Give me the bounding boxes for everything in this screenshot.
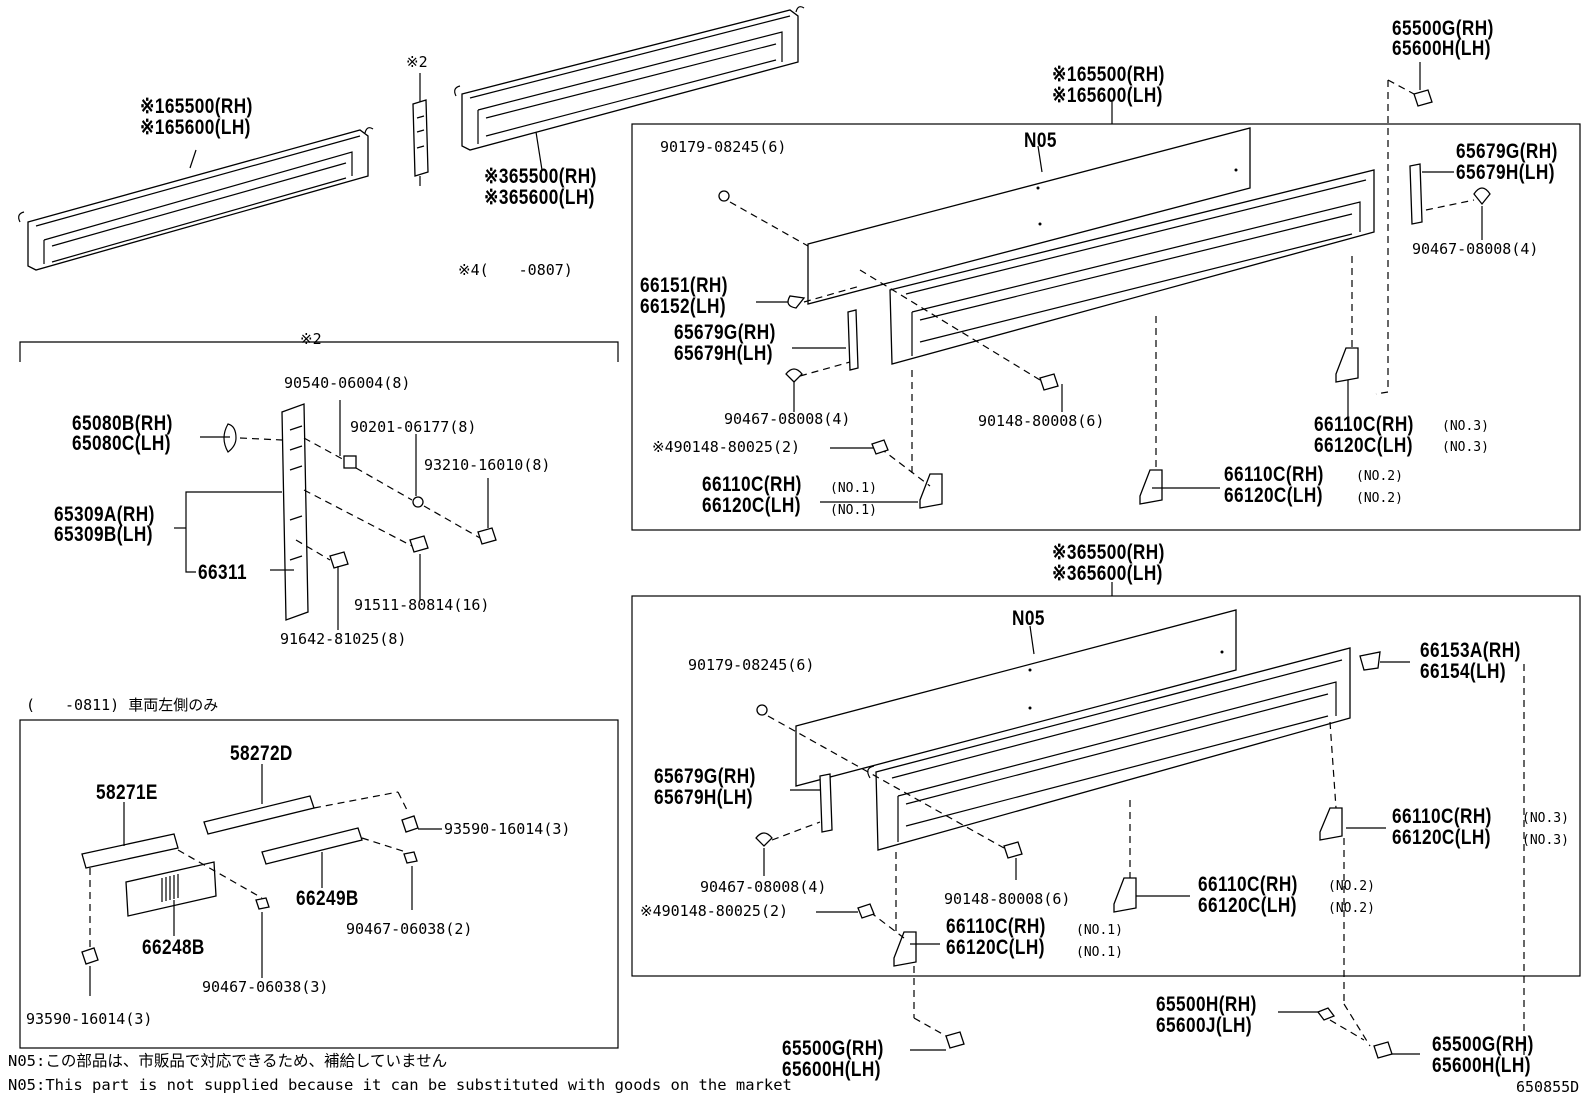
side-rail-1-illustration [18,127,374,271]
box4-no3-a: (NO.3) [1522,811,1569,826]
box1-title: ※2 [300,330,322,348]
box4-no1-a: (NO.1) [1076,923,1123,938]
box4-label-r65500g: 65500G(RH) [1432,1033,1534,1056]
box3-label-66120c-no1: 66120C(LH) [702,494,801,517]
bracket-2-illustration [412,73,429,186]
label-ref-4-date: ※4( -0807) [458,261,573,279]
box4-label-66120c-no1: 66120C(LH) [946,936,1045,959]
box3-label-66152: 66152(LH) [640,295,727,318]
box3-label-66110c-no2: 66110C(RH) [1224,463,1324,486]
footer-note-english: N05:This part is not supplied because it… [8,1076,792,1094]
box4-label-b65500g: 65500G(RH) [782,1037,884,1060]
box4-header-lh: ※365600(LH) [1052,562,1163,585]
label-ref-2: ※2 [406,53,428,71]
box4-label-66110c-no1: 66110C(RH) [946,915,1046,938]
box3-label-90467-08008: 90467-08008(4) [724,410,851,428]
label-91511-80814: 91511-80814(16) [354,596,490,614]
box3-label-r65679g: 65679G(RH) [1456,140,1558,163]
box4-label-90179-08245: 90179-08245(6) [688,656,815,674]
box3-label-66120c-no2: 66120C(LH) [1224,484,1323,507]
box4-label-r65600h: 65600H(LH) [1432,1054,1531,1077]
label-93590-16014-b: 93590-16014(3) [26,1010,153,1028]
box3-label-66110c-no3: 66110C(RH) [1314,413,1414,436]
box3-label-65679g: 65679G(RH) [674,321,776,344]
box4-label-65679h: 65679H(LH) [654,786,753,809]
box2-title: ( -0811) 車両左側のみ [26,696,219,714]
label-58272d: 58272D [230,742,293,765]
box4-header-rh: ※365500(RH) [1052,541,1165,564]
label-65080c: 65080C(LH) [72,432,171,455]
label-90540-06004: 90540-06004(8) [284,374,411,392]
box4-label-66110c-no2: 66110C(RH) [1198,873,1298,896]
box3-no2-b: (NO.2) [1356,491,1403,506]
label-65309b: 65309B(LH) [54,523,153,546]
box3-no1-a: (NO.1) [830,481,877,496]
label-side-rail-3-rh: ※365500(RH) [484,165,597,188]
box3-no2-a: (NO.2) [1356,469,1403,484]
box4-label-n05: N05 [1012,607,1045,630]
box3-label-66151: 66151(RH) [640,274,728,297]
box3-header-rh: ※165500(RH) [1052,63,1165,86]
box3-label-90148-80008: 90148-80008(6) [978,412,1105,430]
diagram-code: 650855D [1516,1078,1580,1096]
box4-label-66154: 66154(LH) [1420,660,1507,683]
box2-illustration [81,791,419,965]
box3-illustration [718,79,1491,509]
label-top-65500g: 65500G(RH) [1392,17,1494,40]
label-91642-81025: 91642-81025(8) [280,630,407,648]
label-66248b: 66248B [142,936,205,959]
label-65080b: 65080B(RH) [72,412,173,435]
label-90467-06038-a: 90467-06038(2) [346,920,473,938]
label-side-rail-1-lh: ※165600(LH) [140,116,251,139]
box4-label-90148-80008: 90148-80008(6) [944,890,1071,908]
box4-label-b65500h: 65500H(RH) [1156,993,1257,1016]
box4-label-66110c-no3: 66110C(RH) [1392,805,1492,828]
label-90201-06177: 90201-06177(8) [350,418,477,436]
box4-no2-a: (NO.2) [1328,879,1375,894]
label-side-rail-1-rh: ※165500(RH) [140,95,253,118]
box3-label-r65679h: 65679H(LH) [1456,161,1555,184]
box3-label-66110c-no1: 66110C(RH) [702,473,802,496]
box3-no1-b: (NO.1) [830,503,877,518]
box3-no3-b: (NO.3) [1442,440,1489,455]
box3-label-n05: N05 [1024,129,1057,152]
box4-no2-b: (NO.2) [1328,901,1375,916]
box4-illustration [755,609,1525,1060]
box3-no3-a: (NO.3) [1442,419,1489,434]
box4-label-90148-80025: ※490148-80025(2) [640,902,789,920]
footer-note-japanese: N05:この部品は、市販品で対応できるため、補給していません [8,1052,448,1070]
label-side-rail-3-lh: ※365600(LH) [484,186,595,209]
side-rail-3-illustration [454,6,805,151]
label-65309a: 65309A(RH) [54,503,155,526]
box4-no3-b: (NO.3) [1522,833,1569,848]
label-90467-06038-b: 90467-06038(3) [202,978,329,996]
label-66249b: 66249B [296,887,359,910]
box1-illustration [223,403,497,621]
box4-label-90467-08008: 90467-08008(4) [700,878,827,896]
box4-label-b65600h: 65600H(LH) [782,1058,881,1081]
label-58271e: 58271E [96,781,158,804]
box4-label-66120c-no3: 66120C(LH) [1392,826,1491,849]
label-top-65600h: 65600H(LH) [1392,37,1491,60]
label-93210-16010: 93210-16010(8) [424,456,551,474]
box4-no1-b: (NO.1) [1076,945,1123,960]
box3-label-r90467-08008: 90467-08008(4) [1412,240,1539,258]
box3-label-65679h: 65679H(LH) [674,342,773,365]
box3-header-lh: ※165600(LH) [1052,84,1163,107]
box4-label-66153a: 66153A(RH) [1420,639,1521,662]
label-66311: 66311 [198,561,247,584]
box3-label-90179-08245: 90179-08245(6) [660,138,787,156]
box4-label-b65600j: 65600J(LH) [1156,1014,1252,1037]
box4-label-65679g: 65679G(RH) [654,765,756,788]
box3-label-66120c-no3: 66120C(LH) [1314,434,1413,457]
box3-label-90148-80025: ※490148-80025(2) [652,438,801,456]
box4-label-66120c-no2: 66120C(LH) [1198,894,1297,917]
label-93590-16014-a: 93590-16014(3) [444,820,571,838]
